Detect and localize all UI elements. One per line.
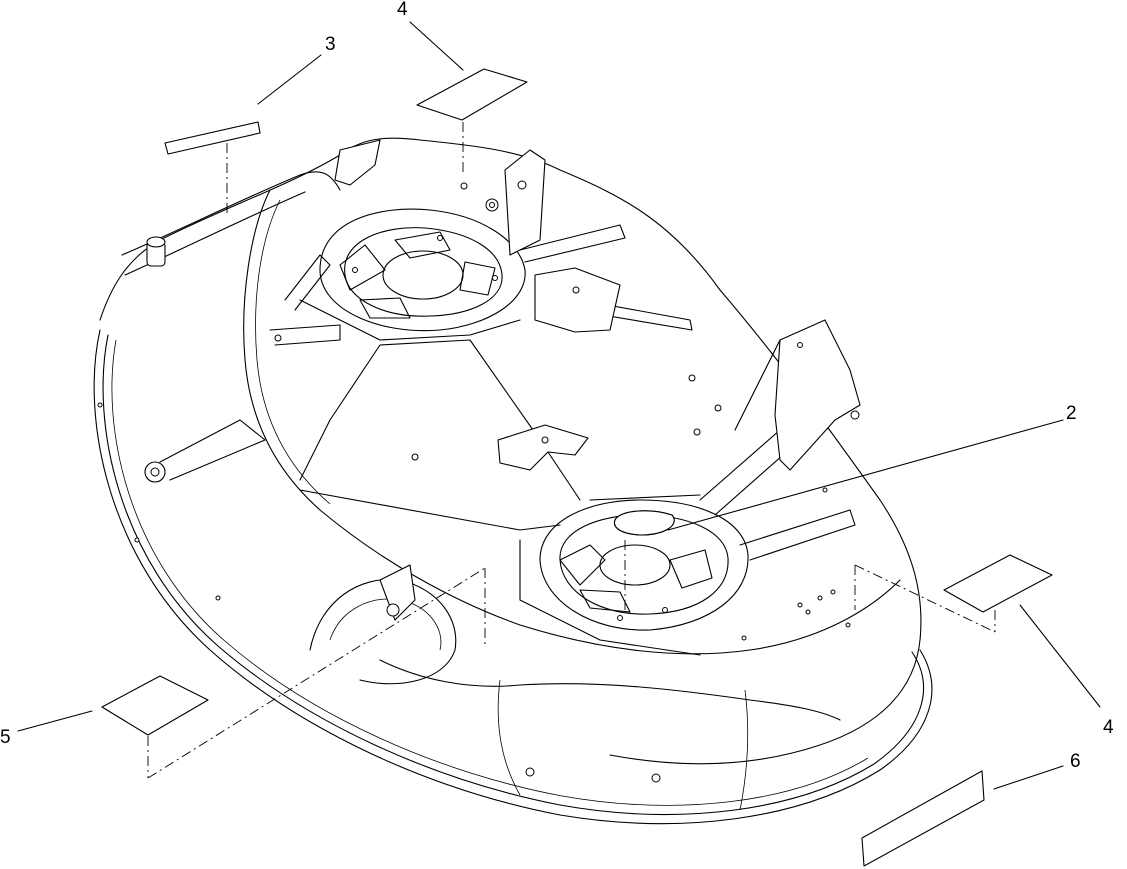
pivot-front xyxy=(379,564,416,621)
baffle-clip-upper xyxy=(534,267,621,333)
decal-5 xyxy=(101,675,209,736)
decal-6 xyxy=(861,770,985,867)
decal-2 xyxy=(613,510,675,536)
callout-5: 5 xyxy=(0,727,11,748)
leader-lines xyxy=(17,21,1101,790)
post-top-left xyxy=(146,236,166,267)
spindle-hub-left xyxy=(319,208,526,332)
deck-holes xyxy=(97,182,851,783)
alignment-lines xyxy=(147,122,996,779)
mount-bracket-top xyxy=(485,149,546,256)
callout-2: 2 xyxy=(1066,403,1077,424)
callout-4-right: 4 xyxy=(1103,717,1114,738)
callout-6: 6 xyxy=(1070,751,1081,772)
mount-bracket-right xyxy=(734,319,861,471)
callout-4-top: 4 xyxy=(397,0,408,20)
baffle-clip-center xyxy=(497,424,589,471)
pivot-front-left xyxy=(144,419,266,483)
decal-4-right xyxy=(943,554,1053,613)
callout-3: 3 xyxy=(325,34,336,55)
decal-3 xyxy=(164,121,261,155)
decal-4-top xyxy=(416,68,528,121)
mower-deck xyxy=(93,137,933,825)
